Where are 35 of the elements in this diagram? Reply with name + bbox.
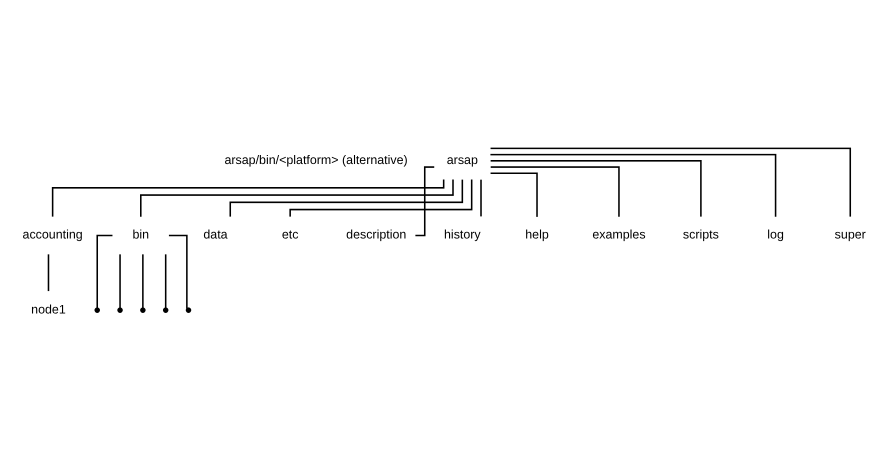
connector bbox=[52, 180, 444, 217]
node-text: scripts bbox=[682, 228, 719, 242]
node-text: examples bbox=[592, 228, 646, 242]
node-point bbox=[186, 307, 192, 313]
node-point bbox=[162, 307, 168, 313]
label: arsap/bin/<platform> (alternative) bbox=[224, 153, 408, 168]
node-point bbox=[117, 307, 123, 313]
node-text: description bbox=[346, 228, 406, 242]
connector bbox=[164, 254, 166, 308]
connector bbox=[480, 180, 482, 216]
node-text: arsap bbox=[446, 153, 478, 168]
connector bbox=[140, 180, 454, 217]
node-text: node1 bbox=[31, 302, 66, 316]
node-point bbox=[94, 307, 100, 313]
connector bbox=[48, 254, 50, 292]
connector bbox=[96, 234, 112, 308]
node-text: accounting bbox=[22, 228, 83, 242]
node-point bbox=[140, 307, 146, 313]
connector bbox=[168, 234, 188, 309]
node-text: super bbox=[834, 228, 866, 242]
connector bbox=[490, 166, 620, 217]
node-text: log bbox=[767, 228, 784, 242]
node-text: etc bbox=[282, 228, 298, 242]
connector bbox=[490, 148, 852, 217]
connector bbox=[229, 180, 464, 217]
connector bbox=[490, 154, 776, 217]
node-text: data bbox=[203, 228, 228, 242]
connector bbox=[490, 172, 538, 217]
node-text: history bbox=[444, 228, 481, 242]
connector bbox=[119, 254, 121, 308]
connector bbox=[490, 160, 702, 217]
node-text: bin bbox=[132, 228, 150, 242]
node-text: help bbox=[525, 228, 549, 242]
connector bbox=[289, 180, 472, 217]
connector bbox=[142, 254, 144, 308]
